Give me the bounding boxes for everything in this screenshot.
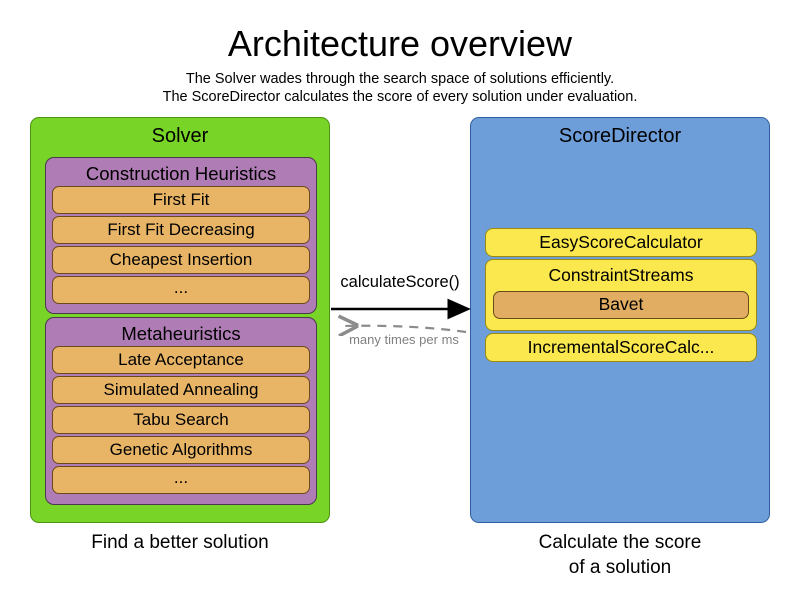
calculator-easy-score-calculator[interactable]: EasyScoreCalculator: [485, 228, 757, 257]
group-construction-heuristics: Construction Heuristics First Fit First …: [45, 157, 317, 314]
caption-solver-line-1: Find a better solution: [91, 532, 269, 553]
list-item-ellipsis[interactable]: ...: [52, 466, 310, 494]
caption-solver: Find a better solution: [30, 530, 330, 555]
caption-scoredirector-line-1: Calculate the score: [538, 532, 702, 553]
diagram-header: Architecture overview The Solver wades t…: [0, 22, 800, 106]
metaheuristics-item-list: Late Acceptance Simulated Annealing Tabu…: [46, 346, 316, 499]
list-item-ellipsis[interactable]: ...: [52, 276, 310, 304]
scoredirector-panel: ScoreDirector EasyScoreCalculator Constr…: [470, 117, 770, 523]
group-metaheuristics: Metaheuristics Late Acceptance Simulated…: [45, 317, 317, 505]
list-item[interactable]: Simulated Annealing: [52, 376, 310, 404]
subtitle-line-2: The ScoreDirector calculates the score o…: [162, 89, 638, 105]
list-item[interactable]: Cheapest Insertion: [52, 246, 310, 274]
page-title: Architecture overview: [227, 23, 573, 64]
construction-heuristics-item-list: First Fit First Fit Decreasing Cheapest …: [46, 186, 316, 309]
calculator-incremental-score-calculator[interactable]: IncrementalScoreCalc...: [485, 333, 757, 362]
list-item[interactable]: Late Acceptance: [52, 346, 310, 374]
list-item[interactable]: Genetic Algorithms: [52, 436, 310, 464]
arrow-label-many-times-per-ms: many times per ms: [349, 332, 459, 347]
caption-scoredirector: Calculate the score of a solution: [470, 530, 770, 580]
group-metaheuristics-title: Metaheuristics: [121, 323, 241, 344]
list-item[interactable]: First Fit: [52, 186, 310, 214]
subtitle-line-1: The Solver wades through the search spac…: [185, 71, 615, 87]
scoredirector-panel-title: ScoreDirector: [558, 125, 682, 147]
list-item[interactable]: First Fit Decreasing: [52, 216, 310, 244]
group-construction-heuristics-title: Construction Heuristics: [85, 163, 277, 184]
solver-panel: Solver Construction Heuristics First Fit…: [30, 117, 330, 523]
list-item[interactable]: Tabu Search: [52, 406, 310, 434]
calculator-bavet[interactable]: Bavet: [493, 291, 749, 319]
arrow-label-calculatescore: calculateScore(): [340, 273, 460, 291]
calculator-constraint-streams[interactable]: ConstraintStreams Bavet: [485, 259, 757, 331]
caption-scoredirector-line-2: of a solution: [568, 557, 672, 578]
solver-panel-title: Solver: [151, 125, 209, 147]
calculator-constraint-streams-label: ConstraintStreams: [548, 265, 694, 285]
